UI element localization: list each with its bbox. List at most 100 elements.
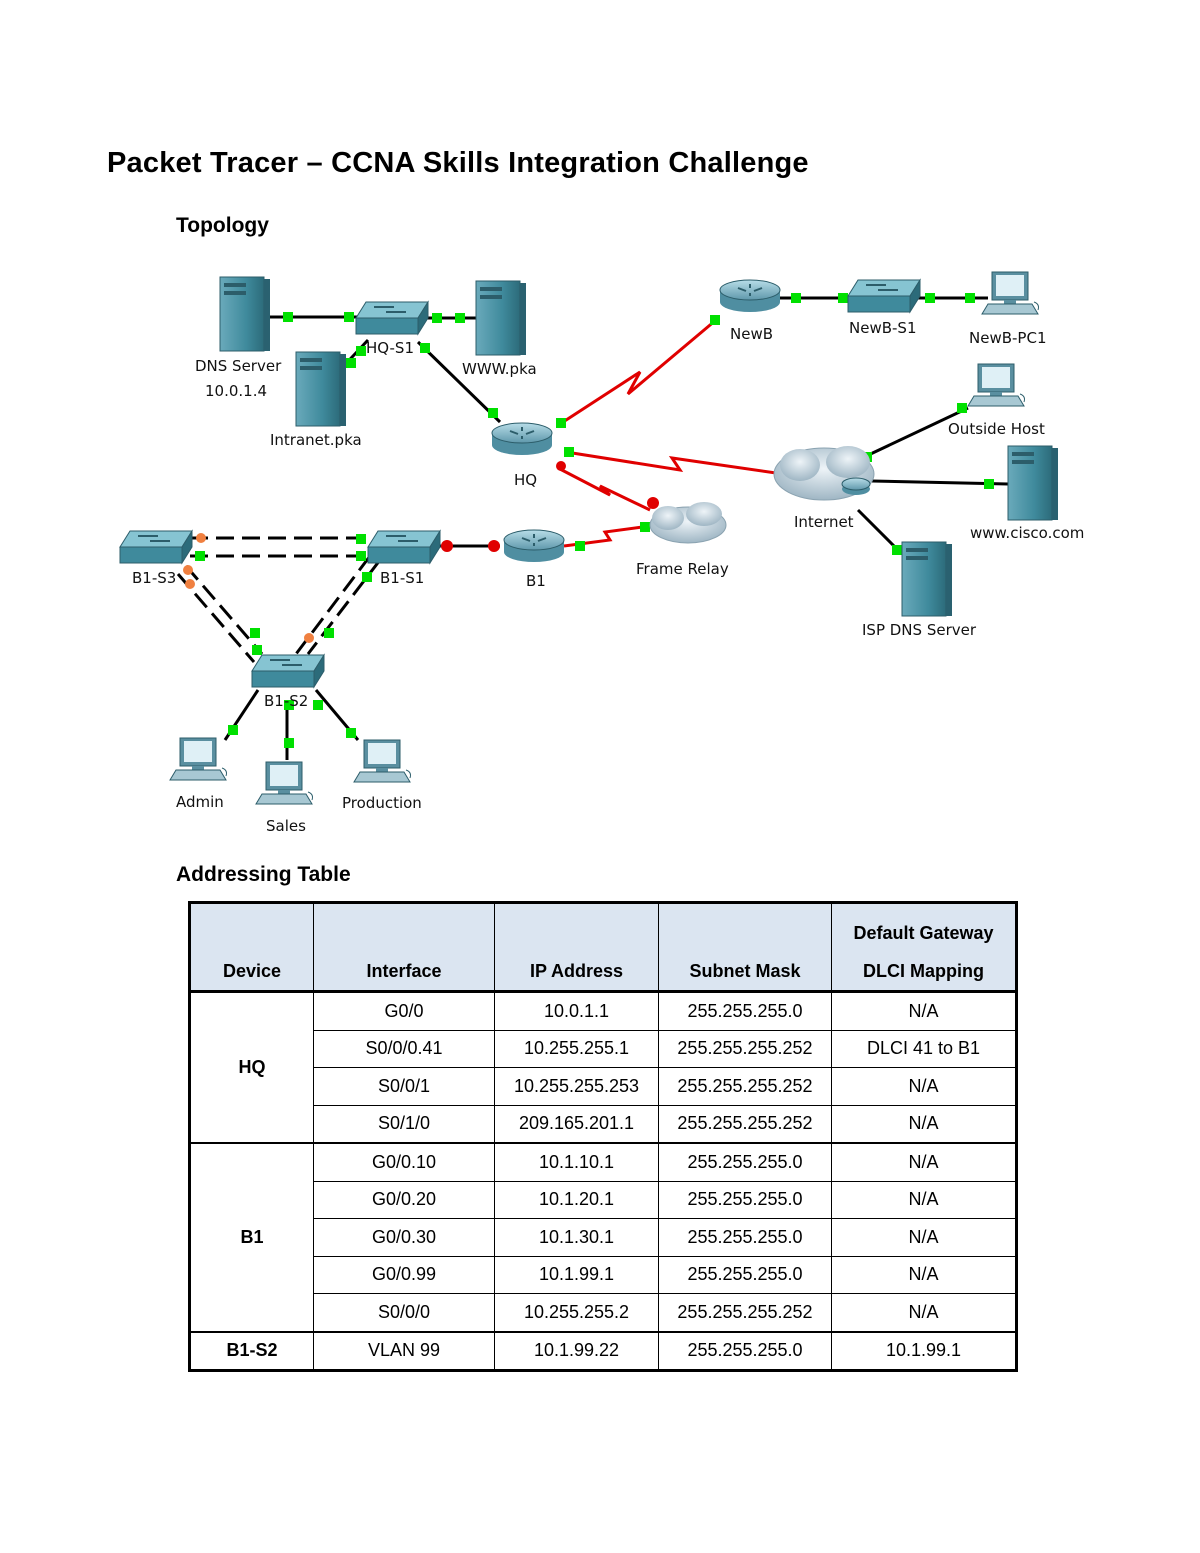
dns-server-icon[interactable] — [219, 276, 271, 352]
col-interface: Interface — [313, 902, 495, 993]
link-blocked-indicators — [183, 533, 314, 643]
b1-s3-switch-icon[interactable] — [119, 530, 193, 564]
col-device: Device — [189, 902, 314, 993]
mask-cell: 255.255.255.0 — [658, 1255, 832, 1294]
mask-cell: 255.255.255.0 — [658, 991, 832, 1031]
link-down-indicators — [441, 461, 659, 552]
b1-label: B1 — [526, 572, 546, 590]
hq-s1-switch-icon[interactable] — [355, 301, 429, 335]
topology-diagram: DNS Server 10.0.1.4 HQ-S1 WWW.pka Intran… — [119, 271, 1084, 835]
ip-cell: 10.1.99.1 — [494, 1255, 659, 1294]
admin-pc-icon[interactable] — [169, 737, 227, 781]
b1-s3-label: B1-S3 — [132, 569, 176, 587]
page-title: Packet Tracer – CCNA Skills Integration … — [107, 147, 809, 179]
newb-pc1-label: NewB-PC1 — [969, 329, 1046, 347]
mask-cell: 255.255.255.252 — [658, 1067, 832, 1106]
redundant-links — [176, 536, 382, 663]
sales-label: Sales — [266, 817, 306, 835]
isp-dns-server-icon[interactable] — [901, 541, 953, 617]
b1-s2-label: B1-S2 — [264, 692, 308, 710]
newb-router-icon[interactable] — [719, 279, 781, 313]
b1-router-icon[interactable] — [503, 529, 565, 563]
production-pc-icon[interactable] — [353, 739, 411, 783]
sales-pc-icon[interactable] — [255, 761, 313, 805]
addressing-heading: Addressing Table — [176, 863, 351, 886]
outside-host-label: Outside Host — [948, 420, 1045, 438]
newb-s1-switch-icon[interactable] — [847, 279, 921, 313]
ip-cell: 10.1.20.1 — [494, 1180, 659, 1219]
dns-server-label: DNS Server — [195, 357, 282, 375]
hq-router-icon[interactable] — [491, 422, 553, 456]
topology-heading: Topology — [176, 214, 269, 237]
interface-cell: G0/0.99 — [313, 1255, 495, 1294]
hq-s1-label: HQ-S1 — [366, 339, 414, 357]
gateway-cell: N/A — [831, 1067, 1017, 1106]
isp-dns-label: ISP DNS Server — [862, 621, 977, 639]
interface-cell: S0/0/1 — [313, 1067, 495, 1106]
mask-cell: 255.255.255.252 — [658, 1029, 832, 1068]
interface-cell: S0/1/0 — [313, 1104, 495, 1144]
ip-cell: 10.255.255.2 — [494, 1293, 659, 1332]
ip-cell: 10.1.99.22 — [494, 1330, 659, 1371]
ip-cell: 10.255.255.1 — [494, 1029, 659, 1068]
gateway-cell: N/A — [831, 1180, 1017, 1219]
interface-cell: G0/0.10 — [313, 1142, 495, 1182]
device-cell: B1-S2 — [189, 1330, 314, 1371]
interface-cell: G0/0.30 — [313, 1218, 495, 1257]
col-mask: Subnet Mask — [658, 902, 832, 993]
newb-s1-label: NewB-S1 — [849, 319, 917, 337]
ip-cell: 10.1.10.1 — [494, 1142, 659, 1182]
mask-cell: 255.255.255.0 — [658, 1142, 832, 1182]
table-header-row: Device Interface IP Address Subnet Mask … — [189, 902, 1017, 993]
gateway-cell: N/A — [831, 1104, 1017, 1144]
frame-relay-cloud-icon[interactable] — [649, 502, 727, 544]
gateway-cell: N/A — [831, 991, 1017, 1031]
gateway-cell: N/A — [831, 1255, 1017, 1294]
cisco-server-icon[interactable] — [1007, 445, 1059, 521]
newb-pc1-icon[interactable] — [981, 271, 1039, 315]
ip-cell: 10.255.255.253 — [494, 1067, 659, 1106]
gateway-cell: N/A — [831, 1142, 1017, 1182]
b1-s2-switch-icon[interactable] — [251, 654, 325, 688]
mask-cell: 255.255.255.252 — [658, 1104, 832, 1144]
interface-cell: G0/0.20 — [313, 1180, 495, 1219]
mask-cell: 255.255.255.0 — [658, 1330, 832, 1371]
www-pka-label: WWW.pka — [462, 360, 537, 378]
interface-cell: VLAN 99 — [313, 1330, 495, 1371]
device-cell: HQ — [189, 991, 314, 1144]
mask-cell: 255.255.255.252 — [658, 1293, 832, 1332]
b1-s1-label: B1-S1 — [380, 569, 424, 587]
gateway-cell: N/A — [831, 1218, 1017, 1257]
intranet-label: Intranet.pka — [270, 431, 362, 449]
frame-relay-label: Frame Relay — [636, 560, 729, 578]
internet-cloud-icon[interactable] — [773, 446, 875, 501]
intranet-server-icon[interactable] — [295, 351, 347, 427]
interface-cell: G0/0 — [313, 991, 495, 1031]
cisco-label: www.cisco.com — [970, 524, 1084, 542]
admin-label: Admin — [176, 793, 224, 811]
outside-host-icon[interactable] — [967, 363, 1025, 407]
b1-s1-switch-icon[interactable] — [367, 530, 441, 564]
ip-cell: 10.1.30.1 — [494, 1218, 659, 1257]
gateway-cell: 10.1.99.1 — [831, 1330, 1017, 1371]
mask-cell: 255.255.255.0 — [658, 1218, 832, 1257]
interface-cell: S0/0/0.41 — [313, 1029, 495, 1068]
www-server-icon[interactable] — [475, 280, 527, 356]
mask-cell: 255.255.255.0 — [658, 1180, 832, 1219]
col-ip: IP Address — [494, 902, 659, 993]
gateway-cell: DLCI 41 to B1 — [831, 1029, 1017, 1068]
production-label: Production — [342, 794, 422, 812]
ip-cell: 209.165.201.1 — [494, 1104, 659, 1144]
internet-label: Internet — [794, 513, 854, 531]
